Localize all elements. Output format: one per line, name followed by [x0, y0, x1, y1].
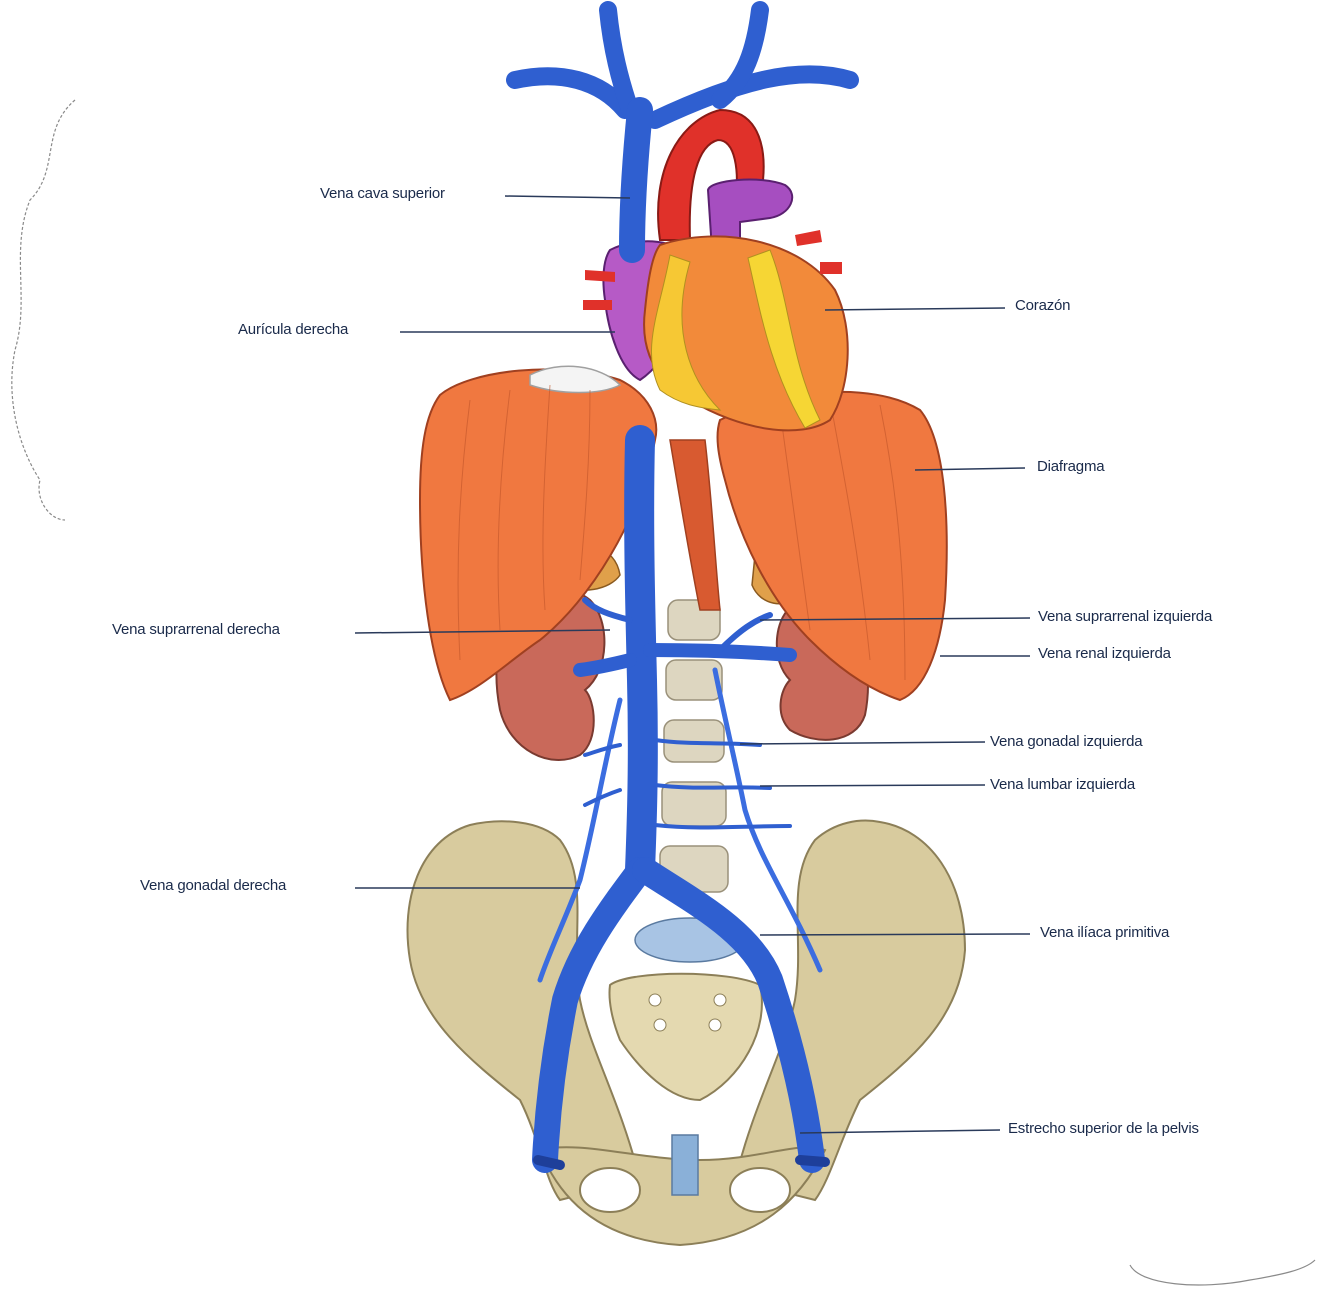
leader-vena-cava-superior — [504, 195, 631, 199]
coronary-fat-left — [650, 254, 722, 411]
sacrum — [608, 972, 763, 1102]
fiber — [457, 399, 471, 661]
leader-diafragma — [914, 467, 1026, 471]
left-renal-vein — [643, 643, 797, 662]
leader-corazon — [824, 307, 1006, 311]
fiber — [579, 389, 591, 581]
leader-suprarrenal-derecha — [354, 629, 611, 634]
label-vena-lumbar-izquierda: Vena lumbar izquierda — [990, 776, 1136, 793]
sacral-foramen — [648, 993, 662, 1007]
pulmonary-trunk — [706, 178, 794, 251]
fiber — [497, 389, 511, 631]
left-brachiocephalic-vein — [506, 67, 634, 119]
leader-suprarrenal-izquierda — [759, 617, 1031, 621]
sacral-foramen — [713, 993, 727, 1007]
sacral-foramen — [708, 1018, 722, 1032]
fiber — [829, 399, 871, 661]
fiber — [542, 384, 551, 611]
label-vena-suprarrenal-izquierda: Vena suprarrenal izquierda — [1038, 608, 1213, 625]
fiber — [879, 404, 906, 681]
heart — [583, 108, 849, 432]
label-vena-gonadal-derecha: Vena gonadal derecha — [140, 877, 287, 894]
left-obturator-foramen — [579, 1167, 641, 1213]
leader-lumbar-izquierda — [759, 784, 986, 787]
label-vena-iliaca-primitiva: Vena ilíaca primitiva — [1040, 924, 1170, 941]
right-renal-vein — [573, 653, 637, 677]
label-auricula-derecha: Aurícula derecha — [238, 321, 349, 338]
sketch-border-bottom — [1129, 1259, 1316, 1286]
lumbar-vein — [583, 743, 622, 757]
left-gonadal-vein — [712, 667, 823, 973]
label-diafragma: Diafragma — [1037, 458, 1105, 475]
left-adrenal-vein — [717, 612, 773, 653]
right-common-iliac-vein — [532, 857, 653, 1173]
label-vena-renal-izquierda: Vena renal izquierda — [1038, 645, 1171, 662]
right-brachiocephalic-vein — [646, 65, 859, 129]
label-corazon: Corazón — [1015, 297, 1071, 314]
label-vena-cava-superior: Vena cava superior — [320, 185, 445, 202]
left-external-iliac-end — [795, 1155, 830, 1167]
leader-estrecho-superior — [799, 1129, 1001, 1134]
label-estrecho-superior-pelvis: Estrecho superior de la pelvis — [1008, 1120, 1199, 1137]
leader-lines — [354, 195, 1031, 1134]
vertebra — [665, 659, 723, 701]
pulmonary-vein-right — [583, 270, 615, 310]
diaphragm-crus — [669, 439, 721, 611]
diaphragm-right-dome — [418, 368, 658, 702]
inferior-vena-cava — [624, 425, 658, 885]
diaphragm-fibers — [457, 384, 906, 681]
lumbar-spine — [634, 599, 746, 1032]
diaphragm — [418, 365, 948, 702]
right-obturator-foramen — [729, 1167, 791, 1213]
venous-system — [506, 1, 859, 1173]
fiber — [779, 409, 811, 631]
sacral-foramen — [653, 1018, 667, 1032]
left-common-iliac-vein — [632, 857, 825, 1173]
label-vena-suprarrenal-derecha: Vena suprarrenal derecha — [112, 621, 280, 638]
diaphragm-central-tendon — [529, 365, 622, 394]
pulmonary-vein-left — [795, 230, 842, 274]
left-iliac-wing — [406, 820, 642, 1202]
leader-gonadal-izquierda — [739, 741, 986, 745]
internal-jugular-right — [599, 1, 639, 119]
lumbar-vein — [653, 783, 772, 790]
label-vena-gonadal-izquierda: Vena gonadal izquierda — [990, 733, 1143, 750]
leader-iliaca-primitiva — [759, 933, 1031, 936]
superior-vena-cava — [619, 97, 653, 263]
right-adrenal-vein — [582, 597, 633, 623]
coronary-fat — [747, 249, 821, 429]
internal-jugular-left — [711, 1, 769, 109]
right-external-iliac-end — [533, 1155, 565, 1170]
pubic-symphysis — [671, 1134, 699, 1196]
lumbar-vein — [583, 788, 622, 807]
diaphragm-left-dome — [716, 390, 948, 702]
lumbar-vein — [653, 823, 792, 830]
sketch-border-left — [11, 99, 76, 521]
